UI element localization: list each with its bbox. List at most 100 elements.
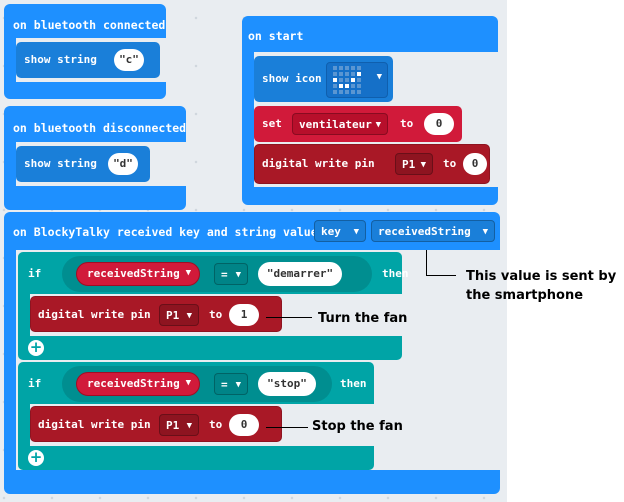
- set-label: set: [262, 117, 282, 130]
- annotation-line-horizontal: [426, 275, 456, 276]
- add-else-plus-icon[interactable]: +: [28, 448, 44, 466]
- operator: =: [221, 378, 228, 391]
- bt-disconnected-block[interactable]: on bluetooth disconnected show string "d…: [4, 106, 186, 210]
- digital-write-block[interactable]: digital write pin P1 ▼ to 0: [254, 144, 490, 184]
- show-string-label: show string: [24, 53, 97, 66]
- to-label: to: [209, 418, 223, 431]
- operator: =: [221, 268, 228, 281]
- side-panel: [507, 0, 624, 502]
- bt-connected-block[interactable]: on bluetooth connected show string "c": [4, 4, 166, 99]
- compare-block[interactable]: receivedString ▼ = ▼ "demarrer": [62, 256, 372, 292]
- operator-dropdown[interactable]: = ▼: [214, 373, 248, 395]
- chevron-down-icon: ▼: [186, 311, 192, 321]
- received-var: receivedString: [378, 225, 471, 238]
- pin-name: P1: [166, 309, 180, 322]
- number-input-1[interactable]: 1: [229, 304, 259, 326]
- show-string-block[interactable]: show string "d": [16, 146, 150, 182]
- annotation-line-2: the smartphone: [466, 288, 584, 303]
- led-icon-picker[interactable]: ▼: [326, 62, 388, 98]
- to-label: to: [443, 157, 457, 170]
- variable-name: ventilateur: [299, 118, 372, 131]
- blockytalky-header: on BlockyTalky received key and string v…: [13, 225, 318, 239]
- led-cell: [345, 84, 349, 88]
- pin-dropdown[interactable]: P1 ▼: [395, 153, 433, 175]
- key-var: key: [321, 225, 341, 238]
- string-value-stop[interactable]: "stop": [258, 372, 316, 396]
- led-cell: [357, 72, 361, 76]
- led-cell: [339, 84, 343, 88]
- digital-write-label: digital write pin: [262, 157, 375, 170]
- then-label: then: [382, 267, 409, 280]
- if-label: if: [28, 267, 42, 280]
- annotation-line-turn: [266, 317, 312, 318]
- led-cell: [351, 84, 355, 88]
- received-string-dropdown[interactable]: receivedString ▼: [371, 220, 495, 242]
- key-dropdown[interactable]: key ▼: [314, 220, 366, 242]
- led-cell: [333, 78, 337, 82]
- led-cell: [339, 66, 343, 70]
- variable-dropdown-receivedString[interactable]: receivedString ▼: [76, 262, 200, 286]
- string-value-d[interactable]: "d": [108, 153, 138, 175]
- led-cell: [339, 72, 343, 76]
- led-cell: [357, 90, 361, 94]
- chevron-down-icon: ▼: [235, 270, 241, 280]
- add-else-plus-icon[interactable]: +: [28, 338, 44, 356]
- show-icon-label: show icon: [262, 72, 322, 85]
- if-block-1[interactable]: if receivedString ▼ = ▼ "demarrer" then …: [18, 252, 409, 360]
- led-cell: [351, 90, 355, 94]
- led-cell: [345, 72, 349, 76]
- annotation-turn-fan: Turn the fan: [318, 311, 408, 326]
- pin-dropdown[interactable]: P1 ▼: [159, 414, 199, 436]
- number-input-0[interactable]: 0: [424, 113, 454, 135]
- led-cell: [339, 78, 343, 82]
- pin-dropdown[interactable]: P1 ▼: [159, 304, 199, 326]
- chevron-down-icon: ▼: [376, 72, 382, 82]
- number-input-0[interactable]: 0: [229, 414, 259, 436]
- led-cell: [333, 66, 337, 70]
- annotation-sent-by-smartphone: This value is sent by the smartphone: [466, 267, 616, 305]
- annotation-line-1: This value is sent by: [466, 269, 617, 284]
- variable-dropdown-receivedString[interactable]: receivedString ▼: [76, 372, 200, 396]
- operator-dropdown[interactable]: = ▼: [214, 263, 248, 285]
- digital-write-label: digital write pin: [38, 418, 151, 431]
- show-string-block[interactable]: show string "c": [16, 42, 160, 78]
- pin-name: P1: [166, 419, 180, 432]
- led-cell: [357, 78, 361, 82]
- digital-write-block[interactable]: digital write pin P1 ▼ to 0: [30, 406, 282, 442]
- set-variable-block[interactable]: set ventilateur ▼ to 0: [254, 106, 462, 142]
- led-cell: [351, 66, 355, 70]
- led-cell: [357, 84, 361, 88]
- led-cell: [351, 78, 355, 82]
- led-cell: [351, 72, 355, 76]
- chevron-down-icon: ▼: [185, 378, 191, 388]
- chevron-down-icon: ▼: [185, 268, 191, 278]
- if-label: if: [28, 377, 42, 390]
- chevron-down-icon: ▼: [353, 227, 359, 237]
- led-cell: [333, 90, 337, 94]
- led-cell: [345, 78, 349, 82]
- on-start-block[interactable]: on start show icon ▼ set ventilateur ▼ t…: [242, 16, 498, 205]
- on-start-header: on start: [248, 29, 304, 43]
- bt-connected-header: on bluetooth connected: [13, 18, 166, 32]
- number-input-0[interactable]: 0: [463, 153, 487, 175]
- chevron-down-icon: ▼: [482, 227, 488, 237]
- chevron-down-icon: ▼: [235, 380, 241, 390]
- then-label: then: [340, 377, 367, 390]
- to-label: to: [209, 308, 223, 321]
- annotation-line-stop: [266, 427, 308, 428]
- chevron-down-icon: ▼: [186, 421, 192, 431]
- compare-block[interactable]: receivedString ▼ = ▼ "stop": [62, 366, 332, 402]
- variable-dropdown-ventilateur[interactable]: ventilateur ▼: [292, 113, 388, 135]
- chevron-down-icon: ▼: [375, 120, 381, 130]
- annotation-stop-fan: Stop the fan: [312, 419, 403, 434]
- string-value-c[interactable]: "c": [114, 49, 144, 71]
- annotation-line-vertical: [426, 250, 427, 275]
- blockytalky-block[interactable]: on BlockyTalky received key and string v…: [4, 212, 500, 494]
- to-label: to: [400, 117, 414, 130]
- led-cell: [333, 84, 337, 88]
- if-block-2[interactable]: if receivedString ▼ = ▼ "stop" then digi…: [18, 362, 374, 470]
- string-value-demarrer[interactable]: "demarrer": [258, 262, 342, 286]
- digital-write-block[interactable]: digital write pin P1 ▼ to 1: [30, 296, 282, 332]
- show-icon-block[interactable]: show icon ▼: [254, 56, 393, 102]
- led-cell: [357, 66, 361, 70]
